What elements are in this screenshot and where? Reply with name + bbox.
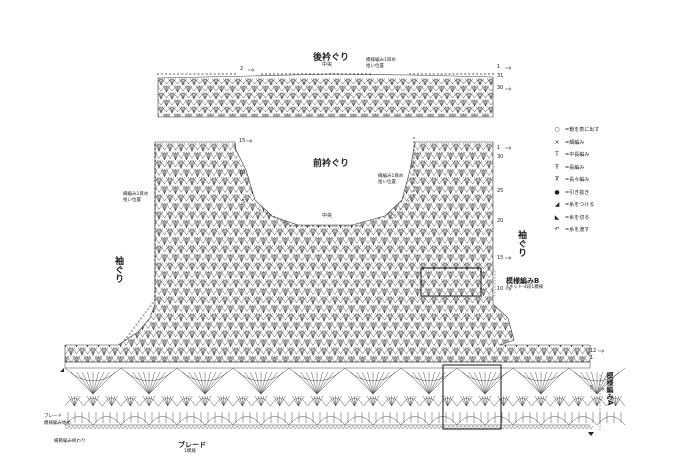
- edge-stitch-row: [153, 143, 157, 302]
- row-number: 10: [239, 170, 246, 176]
- armhole-right-label: 袖ぐり: [516, 230, 526, 257]
- pattern-b-label: 模様編みB: [506, 277, 540, 285]
- pattern-start-back-label: 模様編み1目め 拾い位置: [366, 58, 396, 69]
- band-row: [64, 361, 591, 369]
- pattern-b-note: 4ネット-4段1模様: [506, 285, 544, 290]
- row-number: 2: [240, 66, 244, 72]
- legend-text: =長々編み: [565, 177, 590, 183]
- legend-text: =糸を渡す: [565, 227, 590, 233]
- braid-row: [64, 425, 594, 430]
- row-number: 20: [497, 218, 504, 224]
- edge-stitch-row: [288, 224, 362, 228]
- piece-outline: [157, 73, 494, 118]
- row-number: 31: [497, 73, 504, 79]
- repeat-bracket: [487, 269, 496, 297]
- row-number: 1: [590, 355, 594, 361]
- legend-item: T =中長編み: [552, 151, 589, 158]
- edge-stitch-row: [412, 136, 416, 197]
- shell-stitch-field: [158, 78, 493, 117]
- join-yarn-icon: ◢: [554, 201, 560, 208]
- edge-stitch-row: [408, 72, 495, 76]
- legend-text: =中長編み: [565, 152, 590, 158]
- row-number: 30: [497, 154, 504, 160]
- row-number: 25: [497, 188, 504, 194]
- legend-item: × =細編み: [552, 139, 584, 146]
- row-arrow-icon: [598, 387, 605, 391]
- back-neck-label: 後衿ぐり: [313, 53, 350, 63]
- row-number: 1: [497, 145, 501, 151]
- edge-stitch-row: [260, 72, 372, 76]
- legend-item: ○ =鎖を表に出す: [552, 126, 599, 133]
- pattern-b-box: [420, 267, 482, 297]
- edge-stitch-row: [390, 193, 416, 220]
- braid-sub-label: 1模様: [184, 449, 196, 454]
- legend-item: ₮ =長々編み: [552, 176, 589, 183]
- row-arrow-icon: [505, 146, 512, 150]
- pattern-a-box: [442, 364, 502, 430]
- legend-text: =引き抜き: [565, 189, 590, 196]
- row-number: 1: [497, 64, 501, 70]
- legend-item: ● =引き抜き: [552, 189, 589, 196]
- edge-stitch-row: [258, 208, 290, 226]
- edge-end-label: 縁飾編み終わり: [54, 439, 86, 444]
- row-arrow-icon: [505, 256, 512, 260]
- legend-text: =糸をつける: [565, 202, 595, 208]
- row-number: 12: [590, 348, 597, 354]
- legend-item: ↶ =糸を渡す: [552, 226, 589, 233]
- row-arrow-icon: [598, 349, 605, 353]
- legend-item: Ŧ =長編み: [552, 164, 584, 171]
- double-crochet-icon: Ŧ: [555, 163, 559, 171]
- row-number: 5: [242, 199, 246, 205]
- legend-item: ◣ =糸を切る: [552, 213, 590, 221]
- legend-text: =長編み: [565, 164, 585, 171]
- row-number: 15: [497, 255, 504, 261]
- pattern-start-left-label: 縁編み1目め 拾い位置: [123, 192, 149, 203]
- carry-yarn-icon: ↶: [554, 226, 560, 233]
- slip-stitch-icon: ●: [554, 188, 560, 196]
- braid-left-label: ブレード: [44, 414, 62, 419]
- cut-yarn-icon: ◣: [554, 213, 560, 221]
- piece-outline: [64, 141, 591, 363]
- join-yarn-icon: [60, 368, 64, 372]
- pattern-a-label: 模様編みA: [606, 372, 614, 406]
- legend-item: ◢ =糸をつける: [552, 201, 595, 208]
- row-arrow-icon: [246, 139, 253, 143]
- pineapple-pattern: [64, 367, 626, 426]
- cut-yarn-icon: [588, 432, 594, 436]
- center-front-label: 中央: [322, 213, 333, 219]
- treble-icon: ₮: [555, 176, 559, 183]
- row-arrow-icon: [248, 68, 255, 72]
- row-arrow-icon: [505, 287, 512, 291]
- braid-label: ブレード: [178, 441, 206, 449]
- pattern-start-right-label: 縁編み1目め 拾い位置: [378, 174, 404, 185]
- chain-icon: ○: [554, 126, 560, 133]
- edge-stitch-row: [156, 72, 237, 76]
- center-top-label: 中央: [322, 62, 333, 68]
- row-number: 10: [497, 286, 504, 292]
- row-number: 30: [497, 85, 504, 91]
- row-number: 15: [239, 138, 246, 144]
- legend-text: =糸を切る: [565, 214, 590, 221]
- half-double-icon: T: [555, 151, 559, 158]
- edge-stitch-row: [123, 298, 157, 342]
- armhole-left-label: 袖ぐり: [113, 256, 123, 283]
- front-neck-label: 前衿ぐり: [313, 159, 350, 169]
- single-crochet-icon: ×: [554, 138, 560, 146]
- row-arrow-icon: [505, 66, 512, 70]
- pattern-a-start-label: 模様編み始め: [44, 421, 71, 426]
- row-number: 5: [590, 385, 594, 391]
- legend-text: =鎖を表に出す: [565, 127, 600, 133]
- row-arrow-icon: [505, 87, 512, 91]
- legend-text: =細編み: [565, 139, 585, 146]
